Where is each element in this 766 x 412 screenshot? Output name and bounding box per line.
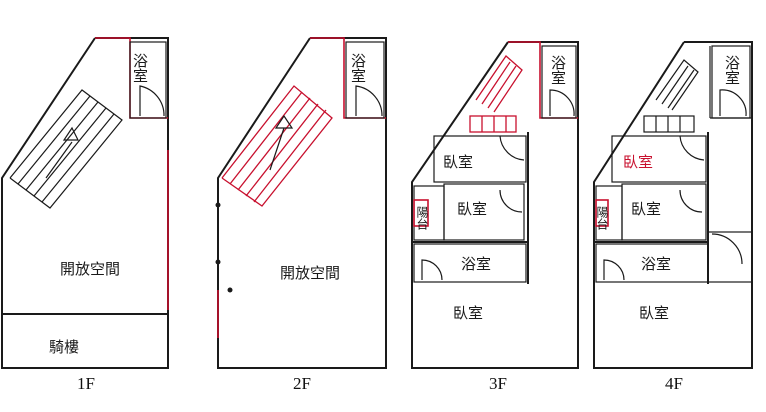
outer-wall [217,37,387,369]
door-swing [139,85,165,117]
floor-label: 4F [665,374,683,393]
floor-label: 3F [489,374,507,393]
bath-room [345,41,385,119]
small-room-label: 陽台 [595,206,609,230]
red-wall [595,199,609,227]
bath-room [711,45,751,119]
floor-1f: 浴室 開放空間 騎樓 1F [1,37,169,393]
stairs [221,85,333,207]
stairs [9,89,123,209]
door-swing [679,135,705,161]
bedroom-label: 臥室 [457,200,487,218]
bath-label: 浴室 [131,53,149,83]
outer-wall [411,41,579,369]
bath-label: 浴室 [723,55,741,85]
wall-marker [227,287,233,293]
floor-4f: 浴室 臥室 臥室 陽台 浴室 臥室 4F [593,41,753,393]
door-swing [603,259,625,281]
bedroom-main-label: 臥室 [453,304,483,322]
bedroom-main-label: 臥室 [639,304,669,322]
bedroom-1 [433,135,527,183]
bedroom-label: 臥室 [623,153,653,171]
open-space-label: 開放空間 [60,260,120,278]
arcade-label: 騎樓 [49,338,79,356]
bath-label: 浴室 [461,255,491,273]
floor-3f: 浴室 臥室 臥室 陽台 浴室 臥室 3F [411,41,579,393]
door-swing [355,85,383,117]
bath-label: 浴室 [549,55,567,85]
bath-label: 浴室 [641,255,671,273]
bedroom-label: 臥室 [631,200,661,218]
wall-marker [215,202,221,208]
red-wall [413,199,429,227]
door-swing [711,233,743,265]
door-swing [421,259,443,281]
outer-wall [1,37,169,369]
bath-room [541,45,577,119]
red-wall [310,37,386,119]
bath-room [413,243,527,283]
wall-marker [215,259,221,265]
bedroom-label: 臥室 [443,153,473,171]
door-swing [719,89,747,117]
red-wall [508,41,578,119]
door-swing [679,189,703,213]
stairs [469,55,523,133]
bath-room [129,41,167,119]
door-swing [549,89,575,117]
outer-wall [593,41,753,369]
door-swing [499,135,525,161]
bath-label: 浴室 [349,53,367,83]
open-space-label: 開放空間 [280,264,340,282]
bedroom-1 [611,135,707,183]
door-swing [499,189,523,213]
stairs [643,59,699,133]
small-room-label: 陽台 [415,206,429,230]
floor-label: 1F [77,374,95,393]
floor-2f: 浴室 開放空間 2F [215,37,387,393]
floor-label: 2F [293,374,311,393]
